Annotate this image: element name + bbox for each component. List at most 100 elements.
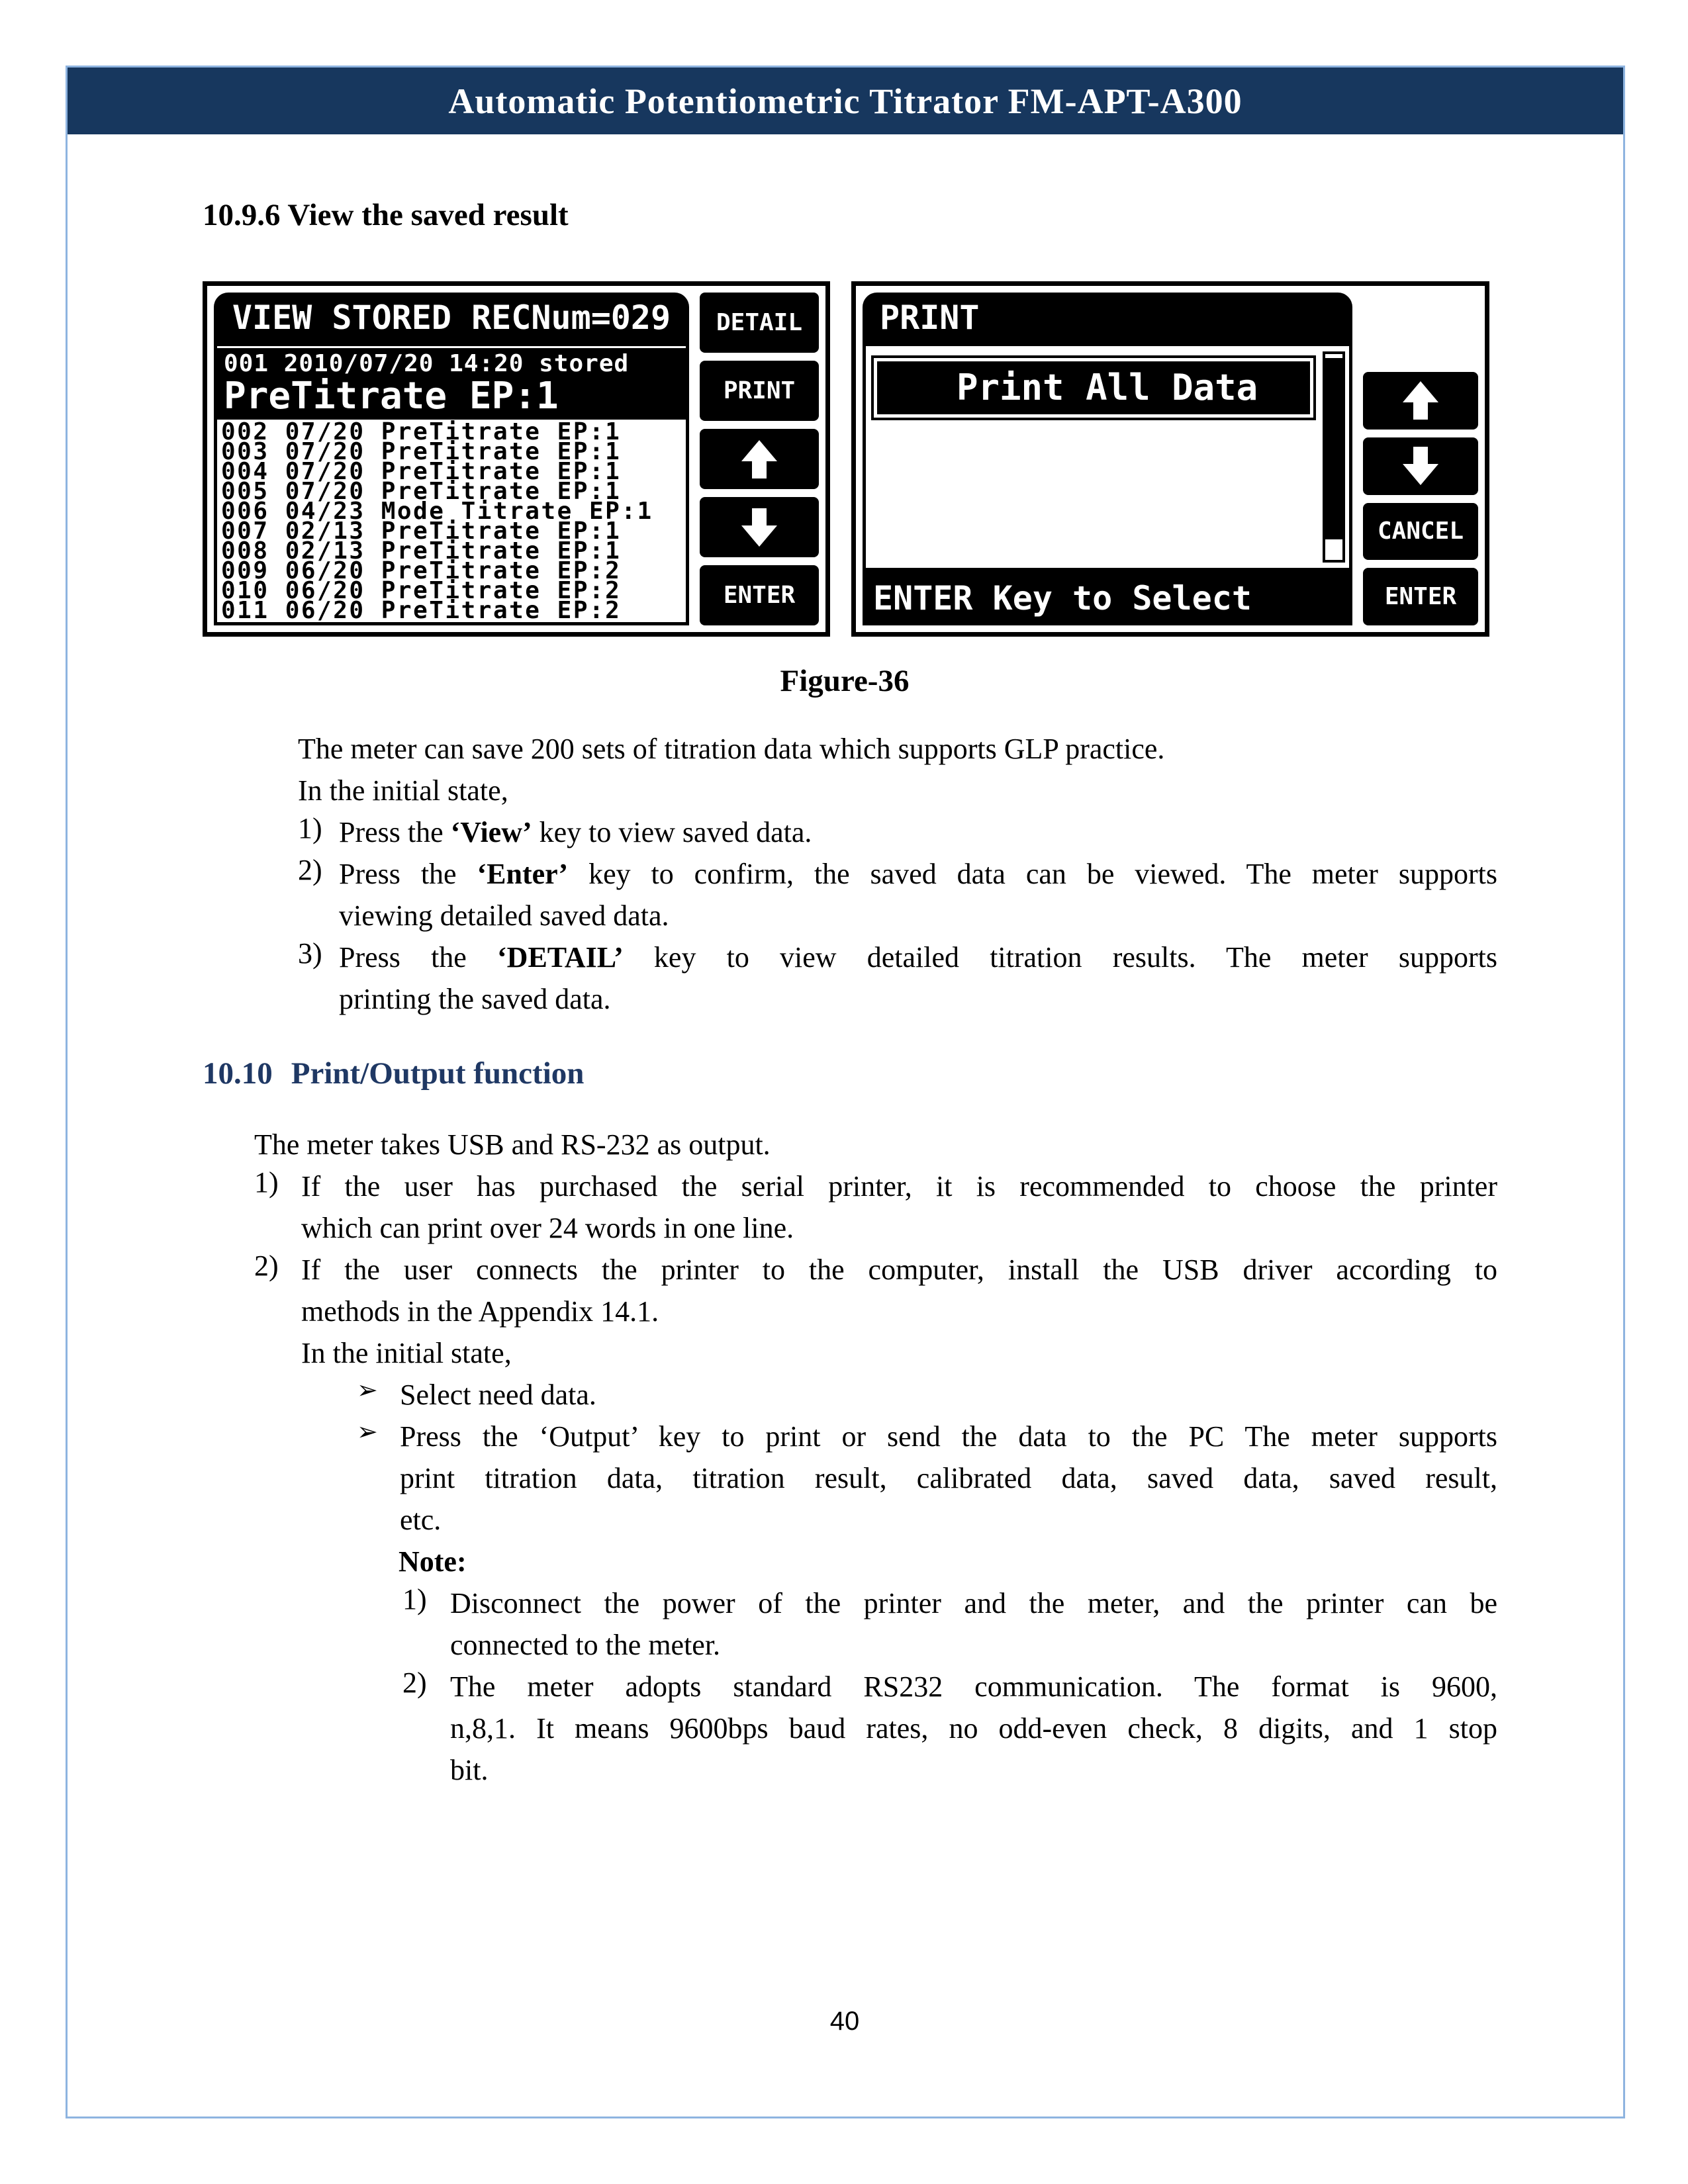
list-item-line: Press the ‘View’ key to view saved data. [339, 811, 1497, 853]
record-list: 001 2010/07/20 14:20 stored PreTitrate E… [214, 343, 689, 625]
lcd-screen-view-stored: VIEW STORED RECNum=029 001 2010/07/20 14… [203, 281, 830, 637]
record-row: 008 02/13 PreTitrate EP:1 [221, 537, 622, 565]
print-options-panel: Print All Data [863, 343, 1352, 571]
paragraph: The meter can save 200 sets of titration… [298, 733, 1165, 765]
down-arrow-button [700, 497, 819, 557]
arrow-bullet-icon: ➢ [357, 1417, 378, 1446]
lcd-status-bar: ENTER Key to Select [863, 571, 1352, 625]
up-arrow-button [700, 429, 819, 489]
cancel-button: CANCEL [1363, 502, 1478, 561]
key-column-spacer [1363, 293, 1478, 364]
list-marker: 1) [298, 812, 322, 844]
selected-record: 001 2010/07/20 14:20 stored PreTitrate E… [217, 348, 686, 420]
record-row: 007 02/13 PreTitrate EP:1 [221, 518, 622, 545]
record-row: 003 07/20 PreTitrate EP:1 [221, 438, 622, 465]
list-text-bold: ‘View’ [450, 816, 532, 848]
enter-button: ENTER [1363, 568, 1478, 625]
list-item: 3) Press the ‘DETAIL’ key to view detail… [298, 936, 1497, 1020]
list-item-line: printing the saved data. [339, 978, 1497, 1020]
enter-button: ENTER [700, 565, 819, 625]
list-text-bold: ‘DETAIL’ [497, 941, 624, 974]
record-name: PreTitrate EP:1 [224, 375, 559, 418]
record-row: 006 04/23 Mode Titrate EP:1 [221, 498, 653, 525]
section-heading-10-9-6: 10.9.6 View the saved result [203, 198, 569, 232]
scrollbar-thumb [1325, 358, 1342, 539]
down-arrow-button [1363, 437, 1478, 495]
list-marker: 1) [254, 1166, 279, 1199]
bullet-item: ➢ Select need data. [254, 1374, 1497, 1416]
record-row: 009 06/20 PreTitrate EP:2 [221, 557, 622, 584]
list-marker: 1) [402, 1583, 427, 1615]
section-title: Print/Output function [291, 1056, 585, 1091]
bullet-line: Press the ‘Output’ key to print or send … [400, 1420, 1497, 1453]
list-text: key to view saved data. [532, 816, 812, 848]
record-row: 005 07/20 PreTitrate EP:1 [221, 478, 622, 505]
list-marker: 2) [254, 1250, 279, 1282]
record-row: 010 06/20 PreTitrate EP:2 [221, 577, 622, 604]
record-row: 002 07/20 PreTitrate EP:1 [221, 418, 622, 445]
selected-option-label: Print All Data [877, 361, 1310, 414]
print-options-list: Print All Data [866, 346, 1321, 568]
note-line: Disconnect the power of the printer and … [450, 1587, 1497, 1619]
note-line: The meter adopts standard RS232 communic… [450, 1670, 1497, 1703]
note-line: bit. [450, 1754, 489, 1786]
figure-caption: Figure-36 [780, 664, 910, 698]
list-item-line: Press the ‘Enter’ key to confirm, the sa… [339, 853, 1497, 895]
bullet-line: etc. [400, 1504, 442, 1536]
up-arrow-button [1363, 372, 1478, 430]
record-row: 004 07/20 PreTitrate EP:1 [221, 458, 622, 485]
key-column: DETAIL PRINT ENTER [700, 293, 819, 625]
up-arrow-icon [1403, 381, 1438, 420]
note-item: 1) Disconnect the power of the printer a… [254, 1582, 1497, 1666]
list-item: 1) If the user has purchased the serial … [254, 1165, 1497, 1249]
document-title: Automatic Potentiometric Titrator FM-APT… [448, 81, 1243, 121]
list-text: key to view detailed titration results. … [623, 941, 1498, 974]
section-print-body: The meter takes USB and RS-232 as output… [254, 1124, 1497, 1791]
up-arrow-icon [741, 439, 777, 478]
list-item: 2) Press the ‘Enter’ key to confirm, the… [298, 853, 1497, 936]
note-line: connected to the meter. [450, 1629, 721, 1661]
bullet-item: ➢ Press the ‘Output’ key to print or sen… [254, 1416, 1497, 1541]
section-view-body: The meter can save 200 sets of titration… [298, 728, 1497, 1020]
lcd-screen-print: PRINT Print All Data ENTER Key to Select [851, 281, 1489, 637]
note-item: 2) The meter adopts standard RS232 commu… [254, 1666, 1497, 1791]
note-label: Note: [399, 1545, 467, 1578]
figure-36: VIEW STORED RECNum=029 001 2010/07/20 14… [203, 281, 1489, 637]
paragraph: The meter takes USB and RS-232 as output… [254, 1128, 771, 1161]
page-header: Automatic Potentiometric Titrator FM-APT… [68, 68, 1623, 134]
section-number: 10.10 [203, 1056, 273, 1091]
list-text-bold: ‘Enter’ [477, 858, 569, 890]
list-item-line: which can print over 24 words in one lin… [301, 1212, 794, 1244]
list-text: printing the saved data. [339, 983, 611, 1015]
list-marker: 2) [298, 854, 322, 886]
paragraph: In the initial state, [298, 774, 508, 807]
lcd-display: PRINT Print All Data ENTER Key to Select [863, 293, 1352, 625]
lcd-title-bar: PRINT [863, 293, 1352, 343]
down-arrow-icon [741, 508, 777, 547]
note-line: n,8,1. It means 9600bps baud rates, no o… [450, 1712, 1497, 1745]
lcd-display: VIEW STORED RECNum=029 001 2010/07/20 14… [214, 293, 689, 625]
list-marker: 2) [402, 1666, 427, 1699]
list-text: key to confirm, the saved data can be vi… [568, 858, 1497, 890]
list-item-line: If the user has purchased the serial pri… [301, 1170, 1497, 1203]
list-item-line: Press the ‘DETAIL’ key to view detailed … [339, 936, 1497, 978]
list-item-line: If the user connects the printer to the … [301, 1253, 1497, 1286]
bullet-line: print titration data, titration result, … [400, 1462, 1497, 1494]
list-item: 2) If the user connects the printer to t… [254, 1249, 1497, 1332]
lcd-title-bar: VIEW STORED RECNum=029 [214, 293, 689, 343]
list-marker: 3) [298, 937, 322, 970]
record-row: 011 06/20 PreTitrate EP:2 [221, 597, 622, 624]
list-text: Press the [339, 816, 451, 848]
section-heading-10-10: 10.10 Print/Output function [203, 1056, 584, 1091]
list-text: Press the [339, 858, 477, 890]
list-item-line: methods in the Appendix 14.1. [301, 1295, 659, 1328]
bullet-line: Select need data. [400, 1379, 596, 1411]
detail-button: DETAIL [700, 293, 819, 353]
paragraph: In the initial state, [301, 1337, 512, 1369]
list-text: viewing detailed saved data. [339, 899, 669, 932]
page-number: 40 [829, 2007, 860, 2036]
list-item-line: viewing detailed saved data. [339, 895, 1497, 936]
page-border [66, 66, 1625, 2118]
list-item: 1) Press the ‘View’ key to view saved da… [298, 811, 1497, 853]
arrow-bullet-icon: ➢ [357, 1375, 378, 1404]
